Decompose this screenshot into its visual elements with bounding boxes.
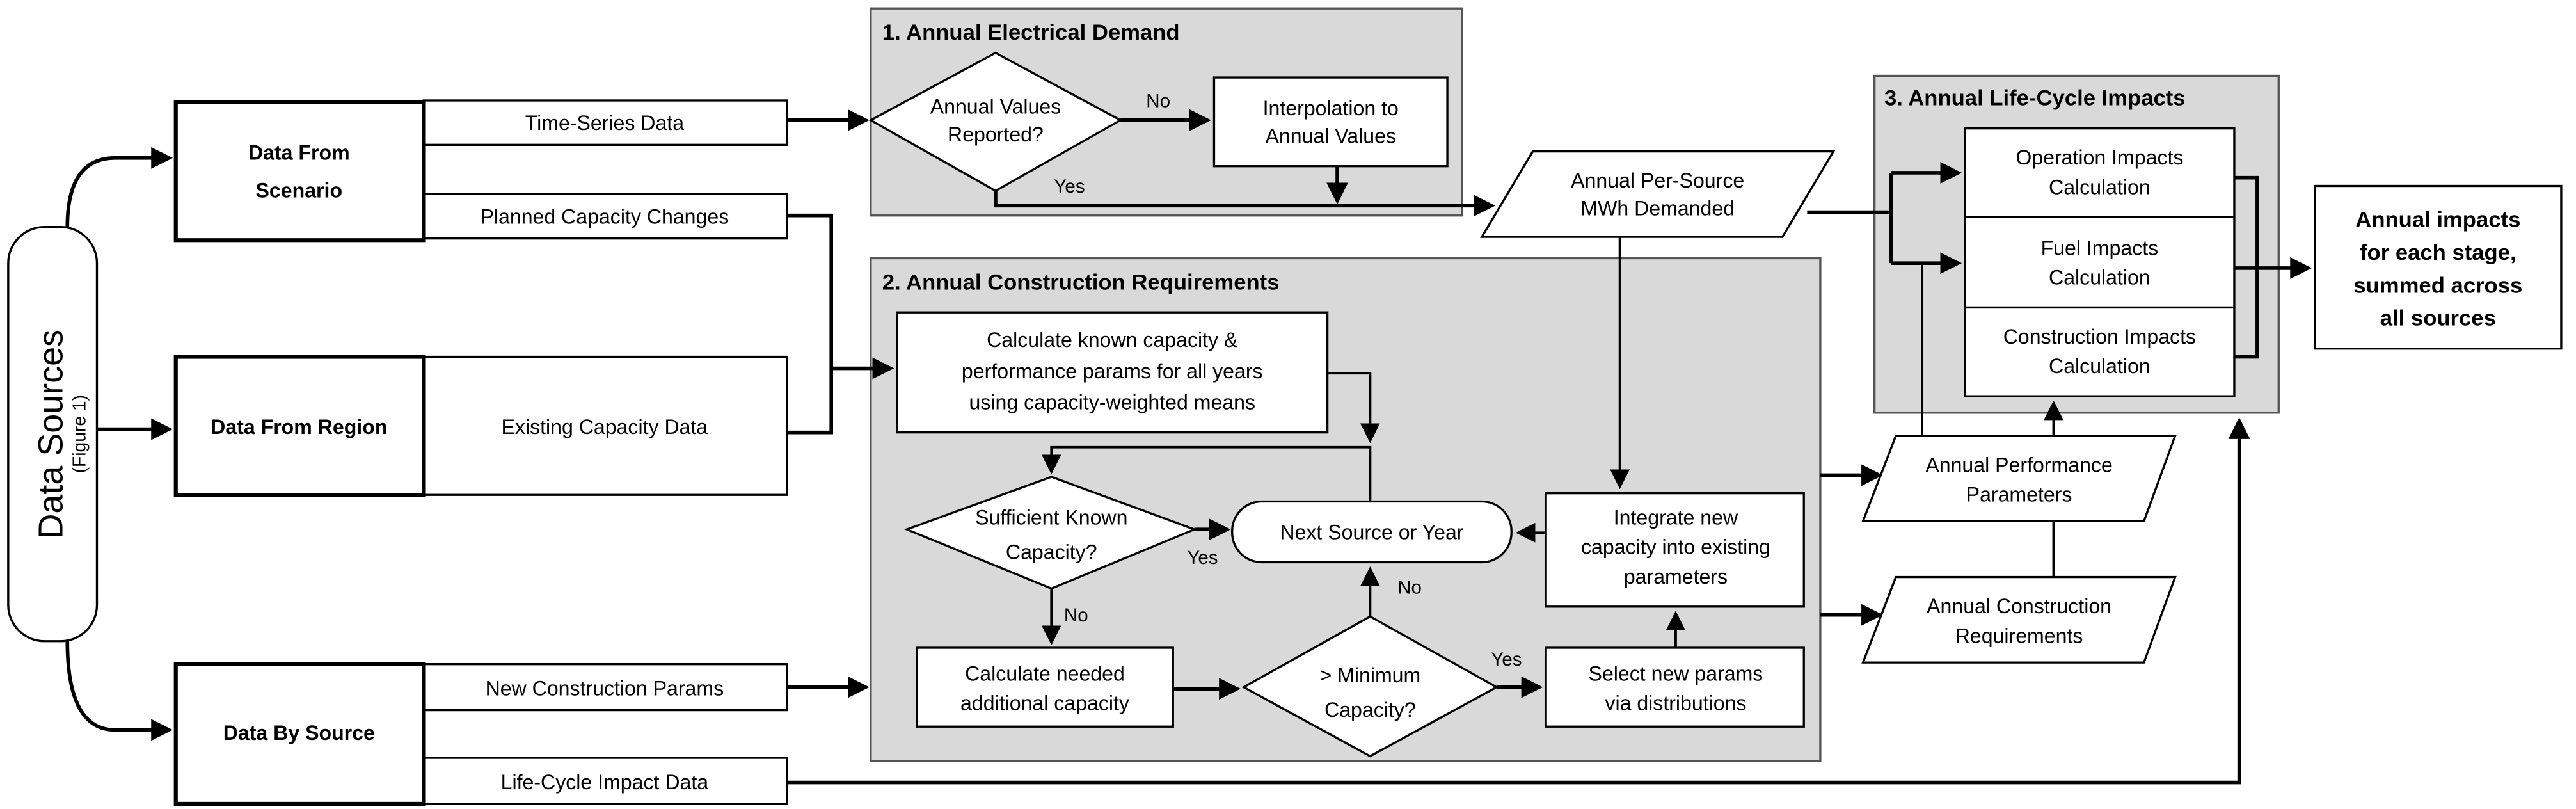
arrow-to-per-source	[994, 191, 1496, 217]
sufficient-1: Sufficient Known	[975, 506, 1127, 529]
constr-impacts-2: Calculation	[2049, 355, 2151, 378]
minimum-capacity-decision	[1241, 615, 1499, 758]
calc-known-1: Calculate known capacity &	[987, 328, 1237, 351]
svg-text:Scenario: Scenario	[256, 179, 343, 202]
select-2: via distributions	[1605, 692, 1746, 715]
performance-2: Parameters	[1966, 483, 2072, 506]
new-construction-params: New Construction Params	[486, 677, 724, 700]
calc-needed-1: Calculate needed	[965, 662, 1125, 685]
sufficient-2: Capacity?	[1006, 540, 1097, 563]
planned-capacity-changes: Planned Capacity Changes	[480, 205, 729, 228]
minimum-yes-label: Yes	[1491, 649, 1522, 670]
source-title: Data By Source	[223, 721, 375, 744]
annual-performance-parameters	[1861, 435, 2177, 522]
sufficient-yes-label: Yes	[1187, 547, 1218, 568]
arrow-to-scenario	[65, 147, 173, 227]
integrate-1: Integrate new	[1614, 506, 1738, 529]
final-4: all sources	[2380, 307, 2496, 331]
sufficient-no-label: No	[1064, 605, 1088, 626]
integrate-3: parameters	[1624, 565, 1728, 588]
calc-needed-2: additional capacity	[960, 692, 1129, 715]
svg-text:Data From: Data From	[248, 141, 350, 164]
life-cycle-impact-data: Life-Cycle Impact Data	[501, 771, 709, 794]
data-sources-node: Data Sources (Figure 1)	[7, 226, 99, 643]
calc-known-2: performance params for all years	[962, 360, 1263, 383]
integrate-2: capacity into existing	[1581, 536, 1770, 559]
loop-arrow	[1041, 445, 1372, 502]
constr-impacts-1: Construction Impacts	[2003, 325, 2196, 348]
per-source-text-2: MWh Demanded	[1580, 197, 1735, 220]
calc-needed-box	[916, 646, 1174, 728]
section1-title: 1. Annual Electrical Demand	[882, 20, 1180, 45]
next-text: Next Source or Year	[1280, 521, 1463, 544]
region-title: Data From Region	[211, 415, 387, 438]
interp-text-1: Interpolation to	[1263, 97, 1399, 120]
fuel-impacts-box	[1964, 216, 2236, 309]
per-source-text-1: Annual Per-Source	[1571, 169, 1744, 192]
arrow-capacity-data	[786, 213, 891, 435]
scenario-title-2: Scenario	[256, 179, 343, 202]
fuel-1: Fuel Impacts	[2041, 236, 2159, 259]
data-from-scenario: Data From Scenario Time-Series Data Plan…	[173, 99, 788, 243]
fuel-2: Calculation	[2049, 266, 2151, 289]
per-source-to-impacts	[1807, 171, 1959, 266]
scenario-title-1: Data From	[248, 141, 350, 164]
interp-text-2: Annual Values	[1266, 125, 1397, 148]
construction-impacts-box	[1964, 306, 2236, 397]
operation-2: Calculation	[2049, 175, 2151, 198]
integrate-box	[1545, 492, 1805, 608]
construction-1: Annual Construction	[1927, 595, 2111, 618]
minimum-2: Capacity?	[1324, 698, 1416, 721]
final-1: Annual impacts	[2355, 208, 2520, 232]
calc-known-3: using capacity-weighted means	[969, 391, 1255, 414]
final-3: summed across	[2353, 273, 2522, 298]
arrow-to-source	[65, 641, 173, 741]
decision-text-2: Reported?	[948, 123, 1044, 146]
data-by-source: Data By Source New Construction Params L…	[173, 662, 788, 806]
calc-known-capacity-box	[896, 311, 1329, 434]
section2-title: 2. Annual Construction Requirements	[882, 270, 1280, 294]
interpolation-box	[1212, 76, 1449, 168]
annual-per-source-mwh	[1480, 150, 1836, 238]
minimum-1: > Minimum	[1320, 664, 1421, 687]
performance-1: Annual Performance	[1925, 453, 2112, 476]
operation-impacts-box	[1964, 127, 2236, 218]
data-sources-subtitle: (Figure 1)	[69, 395, 90, 473]
next-source-or-year	[1231, 500, 1513, 564]
select-params-box	[1545, 646, 1805, 728]
arrow-calc-known-down	[1327, 372, 1380, 444]
decision-text-1: Annual Values	[930, 95, 1061, 118]
data-from-region: Data From Region Existing Capacity Data	[173, 355, 788, 497]
construction-2: Requirements	[1955, 624, 2083, 647]
arrow-life-cycle-data	[786, 417, 2250, 785]
final-2: for each stage,	[2360, 241, 2516, 265]
section3-title: 3. Annual Life-Cycle Impacts	[1884, 86, 2186, 111]
existing-capacity-data: Existing Capacity Data	[502, 415, 708, 438]
time-series-data: Time-Series Data	[525, 111, 685, 134]
data-sources-title: Data Sources	[32, 330, 70, 539]
select-1: Select new params	[1589, 662, 1763, 685]
yes-label: Yes	[1054, 176, 1085, 197]
final-output-box	[2314, 184, 2563, 350]
minimum-no-label: No	[1397, 577, 1422, 598]
operation-1: Operation Impacts	[2015, 146, 2183, 169]
annual-construction-requirements	[1861, 575, 2177, 664]
no-label: No	[1146, 90, 1170, 111]
